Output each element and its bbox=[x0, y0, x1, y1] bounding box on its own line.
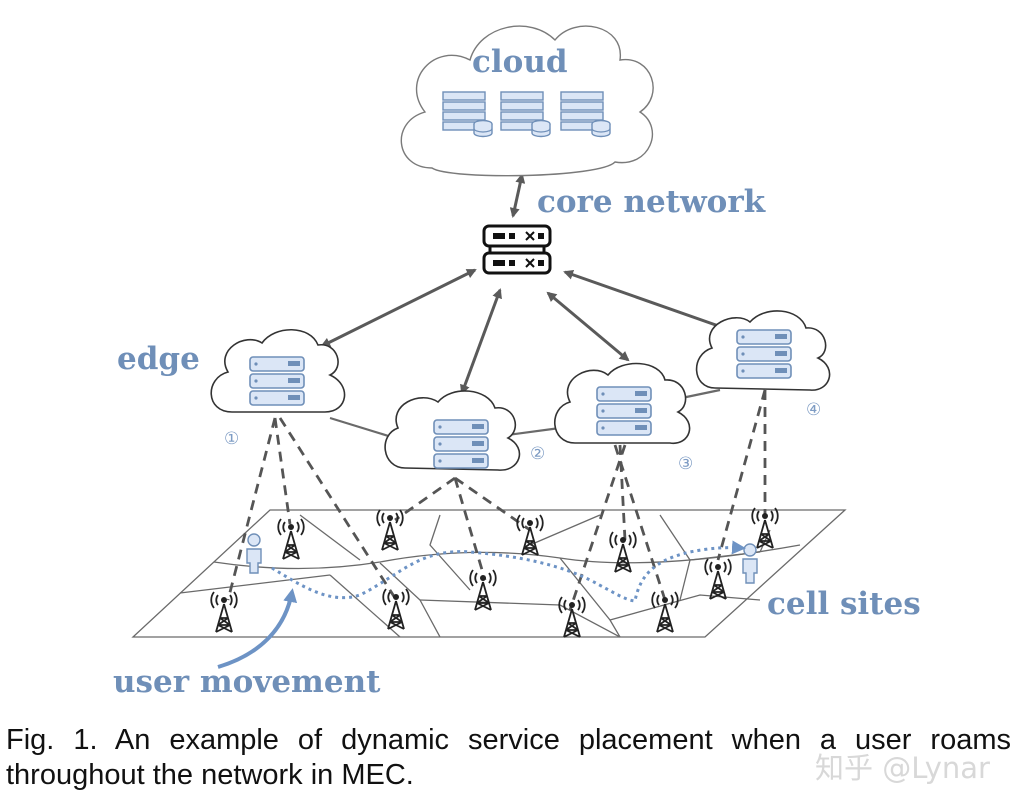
edge-tower-links bbox=[226, 389, 767, 611]
mec-diagram: cloud core network edge cell sites user … bbox=[113, 25, 921, 700]
core-router bbox=[482, 224, 552, 275]
cell-tower-icon bbox=[210, 591, 238, 633]
edge-cloud-1 bbox=[210, 329, 346, 413]
edge-number-1: ① bbox=[224, 429, 239, 449]
cell-towers bbox=[210, 507, 779, 638]
cell-sites-label: cell sites bbox=[767, 586, 921, 622]
cell-tower-icon bbox=[558, 596, 586, 638]
figure-caption: Fig. 1. An example of dynamic service pl… bbox=[6, 724, 1011, 791]
core-links bbox=[320, 173, 732, 395]
user-trajectory bbox=[271, 540, 746, 603]
cell-tower-icon bbox=[382, 588, 410, 630]
central-cloud bbox=[400, 25, 654, 177]
cell-tower-icon bbox=[277, 518, 305, 560]
edge-number-4: ④ bbox=[806, 400, 821, 420]
cell-tower-icon bbox=[609, 531, 637, 573]
cloud-label: cloud bbox=[472, 44, 568, 80]
edge-cloud-4 bbox=[695, 310, 831, 391]
cell-tower-icon bbox=[704, 558, 732, 600]
edge-number-3: ③ bbox=[678, 454, 693, 474]
cell-tower-icon bbox=[516, 514, 544, 556]
cell-tower-icon bbox=[376, 509, 404, 551]
user-end-icon bbox=[742, 543, 758, 584]
watermark: 知乎 @Lynar bbox=[815, 751, 990, 785]
edge-cloud-3 bbox=[554, 362, 691, 444]
user-movement-arrow bbox=[217, 588, 298, 669]
core-network-label: core network bbox=[537, 184, 767, 220]
edge-label: edge bbox=[117, 341, 200, 377]
cell-tower-icon bbox=[469, 569, 497, 611]
edge-number-2: ② bbox=[530, 444, 545, 464]
user-movement-label: user movement bbox=[113, 664, 381, 700]
edge-cloud-2 bbox=[384, 390, 521, 471]
cell-tower-icon bbox=[651, 591, 679, 633]
